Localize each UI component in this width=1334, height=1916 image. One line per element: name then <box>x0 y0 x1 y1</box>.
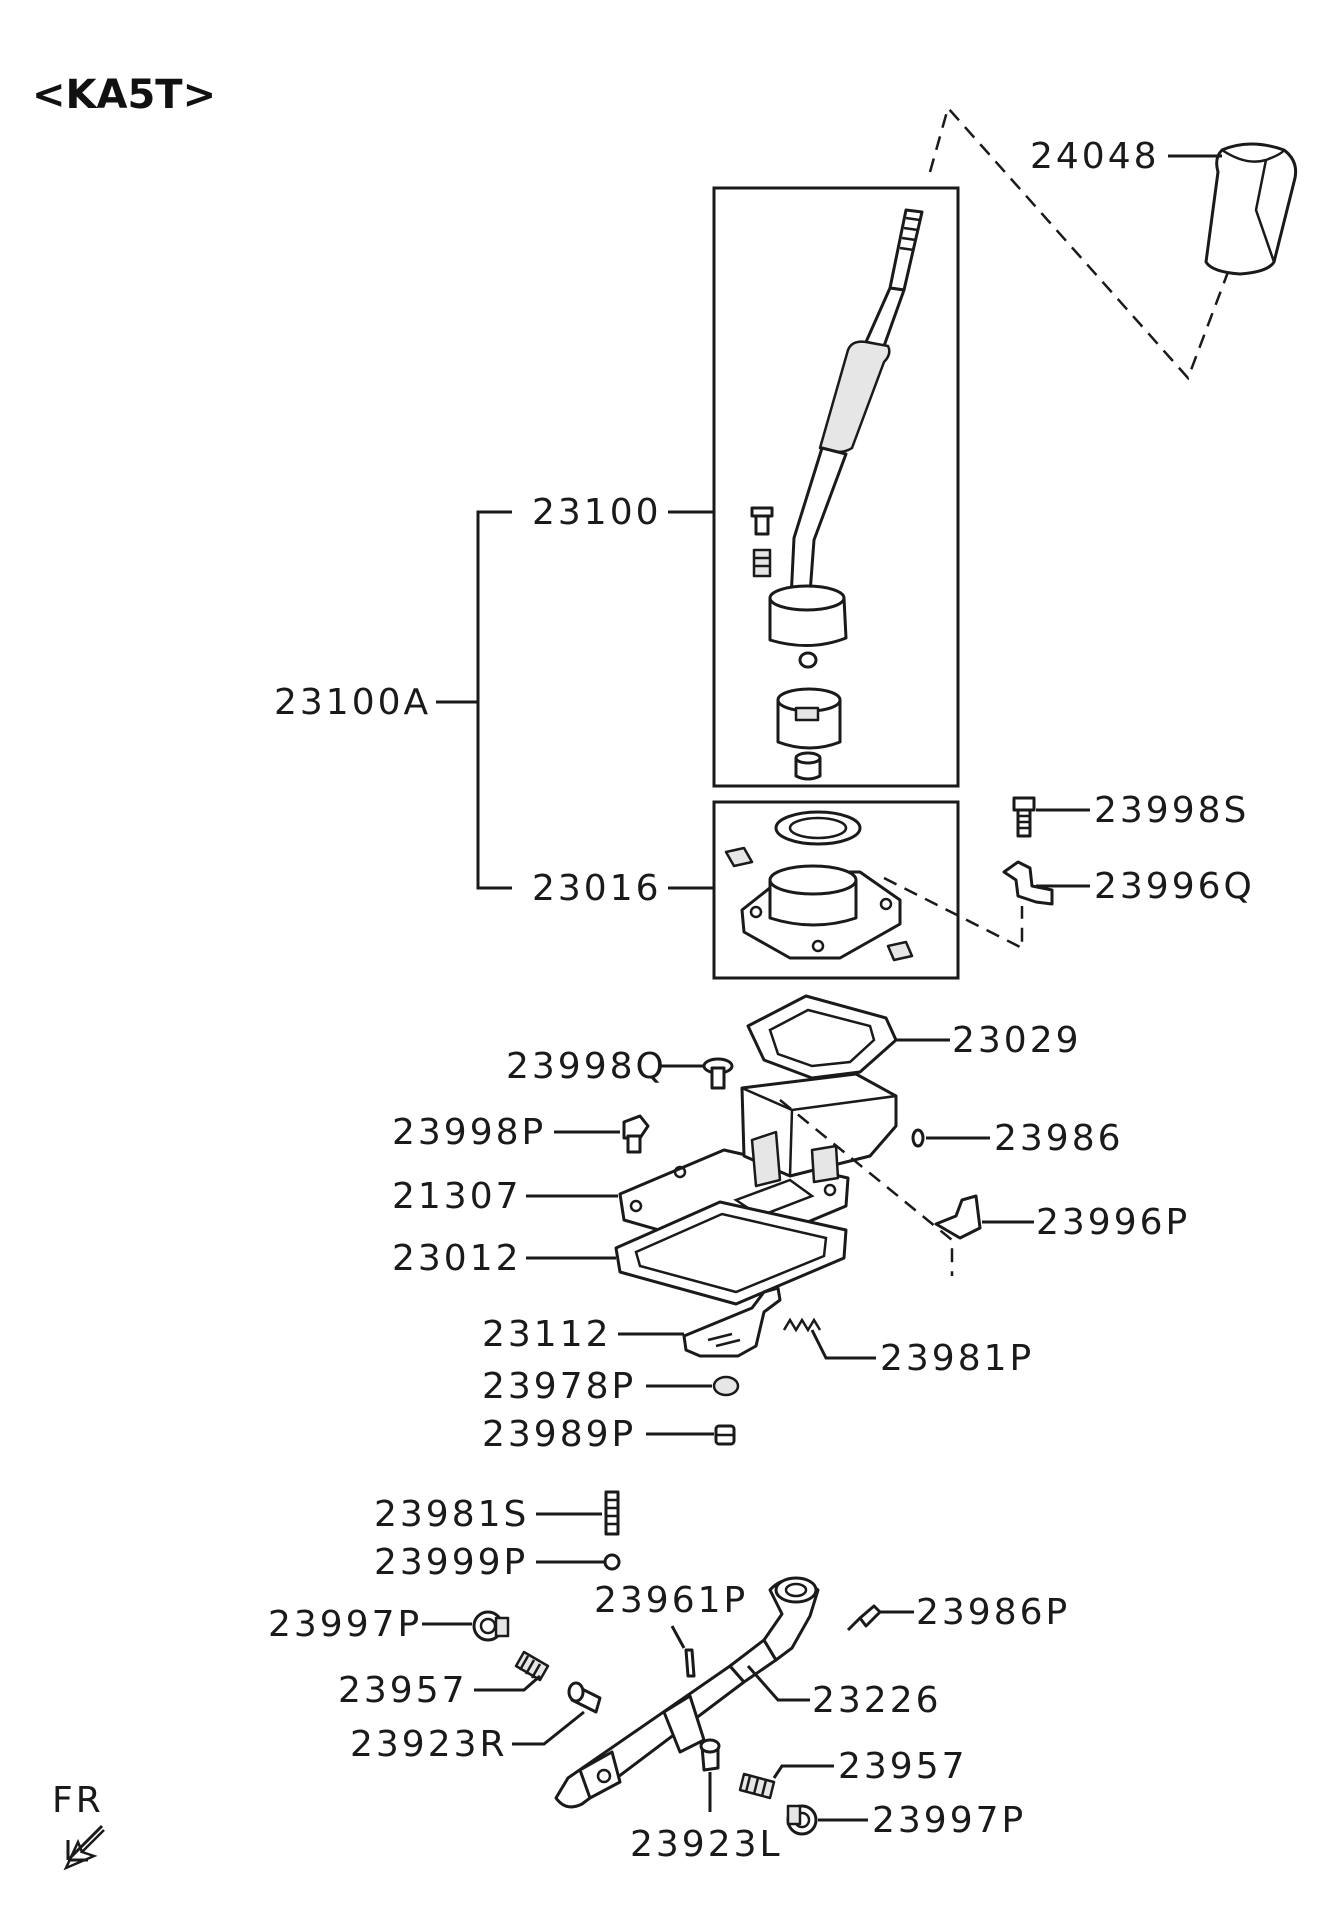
label-23996P: 23996P <box>1036 1202 1190 1243</box>
housing-box <box>712 800 960 980</box>
leader-23961P <box>670 1625 686 1649</box>
shift-shaft-23226 <box>554 1576 820 1809</box>
label-23226: 23226 <box>812 1680 942 1721</box>
knob-dashed-guide <box>928 105 1230 381</box>
label-23998S: 23998S <box>1094 790 1249 831</box>
label-23016: 23016 <box>532 868 662 909</box>
spring-23957-left <box>514 1650 550 1682</box>
label-23998Q: 23998Q <box>506 1046 667 1087</box>
label-23923L: 23923L <box>630 1824 783 1865</box>
nut-23989P <box>714 1424 736 1446</box>
leader-23957-left <box>474 1674 541 1692</box>
plug-23997P-right <box>786 1804 818 1836</box>
spring-23981P <box>782 1317 822 1333</box>
label-23100: 23100 <box>532 492 662 533</box>
bushing-23923L <box>699 1738 721 1772</box>
shift-knob <box>1204 142 1298 276</box>
label-23999P: 23999P <box>374 1542 528 1583</box>
housing-dashed-guide <box>883 876 1024 951</box>
leader-23923R <box>512 1710 585 1746</box>
label-21307: 21307 <box>392 1176 522 1217</box>
bolt-23998P <box>622 1114 650 1154</box>
label-23981P: 23981P <box>880 1338 1034 1379</box>
label-23957-left: 23957 <box>338 1670 468 1711</box>
label-23012: 23012 <box>392 1238 522 1279</box>
nut-23978P <box>712 1375 740 1397</box>
direction-label: FR <box>52 1780 104 1821</box>
leader-23957-right <box>772 1764 834 1779</box>
label-23986: 23986 <box>994 1118 1124 1159</box>
label-23989P: 23989P <box>482 1414 636 1455</box>
leader-23226 <box>746 1665 810 1702</box>
label-23112: 23112 <box>482 1314 612 1355</box>
bushing-23923R <box>567 1681 602 1714</box>
label-23961P: 23961P <box>594 1580 748 1621</box>
lever-housing <box>724 810 914 962</box>
spring-23957-right <box>738 1772 776 1800</box>
gasket-23012 <box>614 1200 848 1306</box>
label-24048: 24048 <box>1030 136 1160 177</box>
pin-23986 <box>911 1128 925 1148</box>
lever-assembly-box <box>712 186 960 788</box>
bracket-23996P <box>934 1194 982 1240</box>
label-23978P: 23978P <box>482 1366 636 1407</box>
label-23100A: 23100A <box>274 682 431 723</box>
label-23997P-right: 23997P <box>872 1800 1026 1841</box>
label-23997P-left: 23997P <box>268 1604 422 1645</box>
ball-23999P <box>603 1553 621 1571</box>
bolt-23998Q <box>702 1057 734 1090</box>
label-23996Q: 23996Q <box>1094 866 1255 907</box>
label-23981S: 23981S <box>374 1494 529 1535</box>
pin-23986P <box>858 1604 882 1628</box>
leader-23981P <box>810 1329 876 1360</box>
plug-23997P-left <box>472 1610 510 1642</box>
label-23957-right: 23957 <box>838 1746 968 1787</box>
label-23986P: 23986P <box>916 1592 1070 1633</box>
diagram-title: <KA5T> <box>32 72 216 118</box>
label-23029: 23029 <box>952 1020 1082 1061</box>
spring-23981S <box>604 1490 620 1536</box>
case-dashed-guide <box>779 1099 954 1276</box>
leader-23986P <box>846 1610 914 1632</box>
bracket-23996Q <box>1002 860 1054 906</box>
bolt-23998S <box>1012 796 1036 838</box>
label-23998P: 23998P <box>392 1112 546 1153</box>
label-23923R: 23923R <box>350 1724 508 1765</box>
pin-23961P <box>684 1648 696 1678</box>
shift-lever <box>750 208 924 781</box>
bracket-23100A <box>476 510 512 890</box>
